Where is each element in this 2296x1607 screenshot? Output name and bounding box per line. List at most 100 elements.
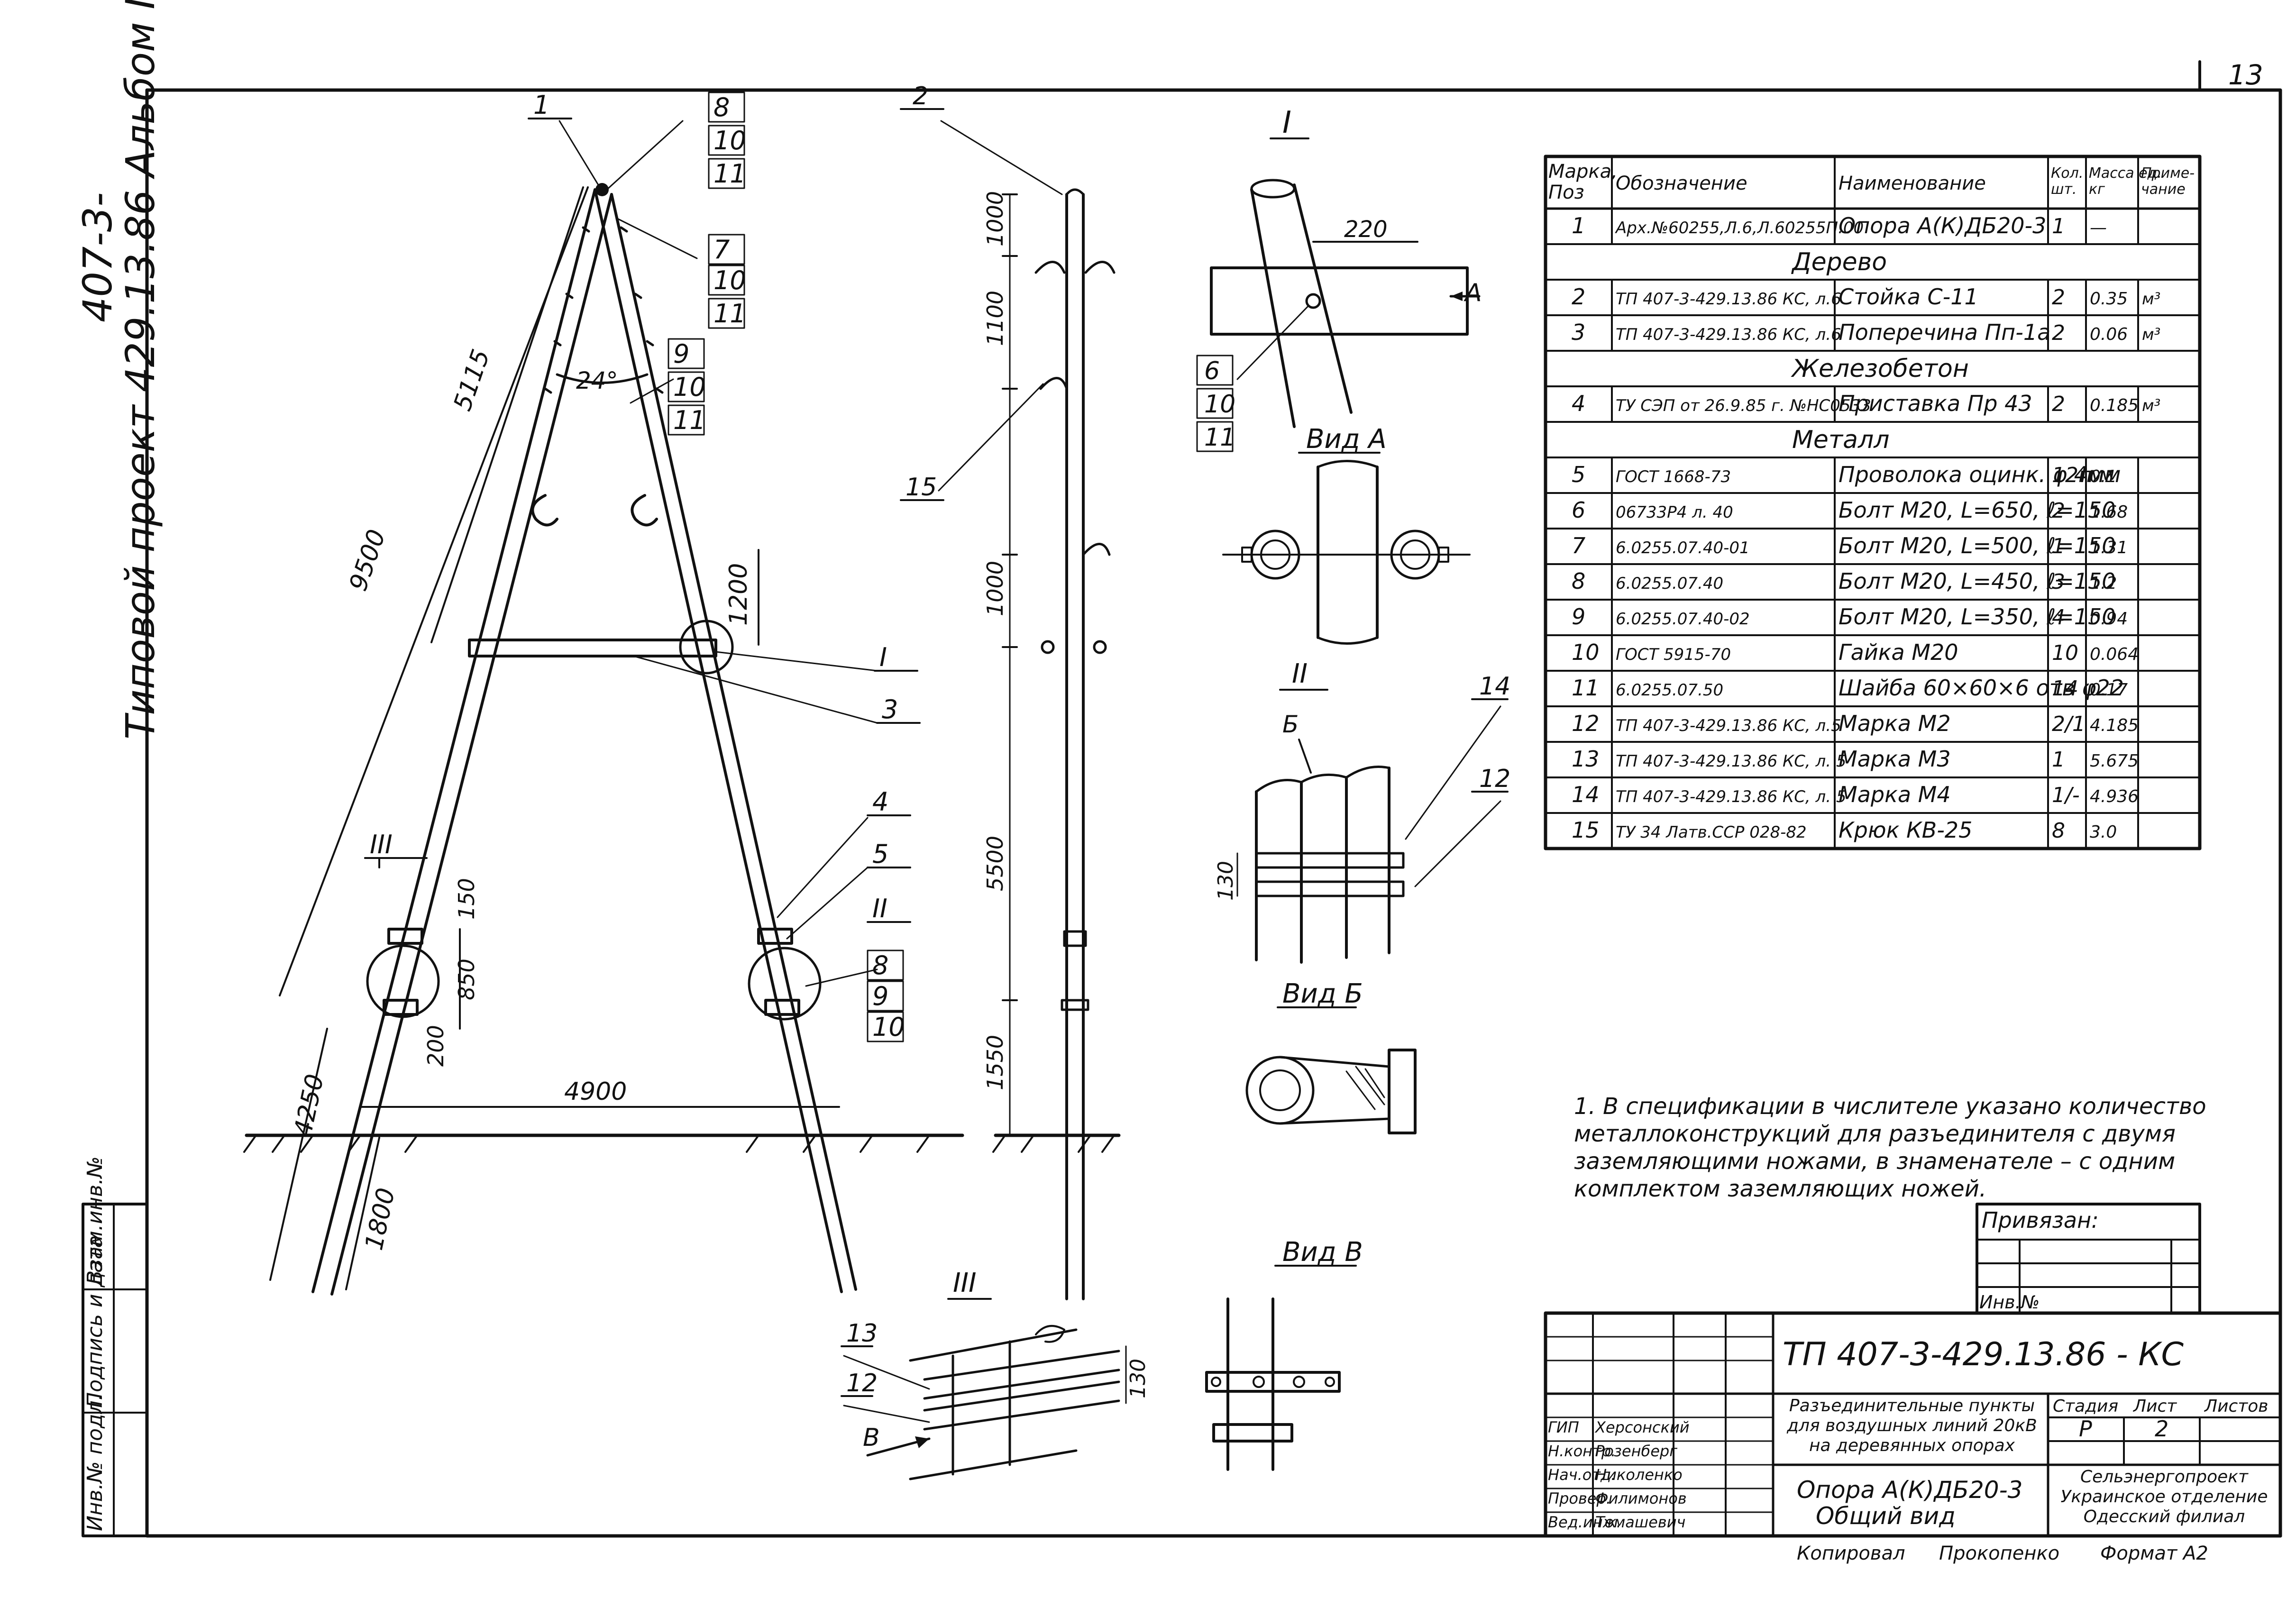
title-project-name: Разъединительные пункты для воздушных ли… xyxy=(1787,1396,2037,1455)
spec-cell-2-5: м³ xyxy=(2142,290,2160,309)
spec-cell-5-1: ТУ СЭП от 26.9.85 г. №НС0533 xyxy=(1616,396,1871,415)
spec-cell-10-2: Болт М20, L=450, ℓ=150 xyxy=(1839,568,2116,594)
spec-header-4: Масса ед.кг xyxy=(2089,165,2162,198)
spec-cell-17-2: Крюк КВ-25 xyxy=(1839,817,1972,843)
detail-I-callout-1: 10 xyxy=(1204,390,1235,419)
callout-front-6: 11 xyxy=(713,299,746,329)
spec-cell-9-2: Болт М20, L=500, ℓ=150 xyxy=(1839,533,2116,558)
dim-150: 150 xyxy=(454,878,479,920)
spec-header-2: Наименование xyxy=(1839,173,1986,194)
detail-circle-I xyxy=(679,620,734,675)
spec-cell-12-3: 10 xyxy=(2052,641,2078,665)
role-1: Н.контр. xyxy=(1548,1442,1616,1460)
role-name-4: Томашевич xyxy=(1595,1513,1685,1531)
album-title: 407-3- Типовой проект 429.13.86 Альбом I xyxy=(74,0,164,740)
view-A: Вид А xyxy=(1222,424,1471,645)
spec-cell-11-4: 0.94 xyxy=(2090,609,2128,629)
side-stamp-vzam: Взам.инв.№ xyxy=(83,1156,107,1285)
callout-front-13: 5 xyxy=(872,839,888,869)
detail-III-callout-12: 12 xyxy=(846,1369,878,1397)
spec-cell-0-3: 1 xyxy=(2052,214,2065,238)
callout-front-2: 10 xyxy=(713,126,746,155)
detail-II-title: II xyxy=(1292,658,1308,689)
callout-front-11: 3 xyxy=(882,694,898,724)
callout-front-15: 8 xyxy=(872,950,888,980)
spec-cell-16-0: 14 xyxy=(1572,782,1600,807)
dim-side-1000a: 1000 xyxy=(982,191,1008,247)
detail-III-title: III xyxy=(953,1268,977,1298)
callout-front-10: I xyxy=(879,642,887,672)
callout-front-8: 10 xyxy=(673,372,706,402)
side-stamp: Инв.№ подл. Подпись и дата Взам.инв.№ xyxy=(82,1156,148,1537)
spec-cell-9-0: 7 xyxy=(1572,533,1585,558)
detail-III-arrow: В xyxy=(863,1424,880,1452)
dim-5115: 5115 xyxy=(448,346,496,415)
spec-cell-17-0: 15 xyxy=(1572,817,1600,843)
copier-name: Прокопенко xyxy=(1939,1543,2059,1564)
spec-cell-15-2: Марка М3 xyxy=(1839,746,1951,772)
callout-front-12: 4 xyxy=(872,787,888,817)
spec-cell-15-4: 5.675 xyxy=(2090,751,2139,771)
spec-cell-14-0: 12 xyxy=(1572,711,1600,736)
spec-cell-2-0: 2 xyxy=(1572,284,1585,310)
view-V: Вид В xyxy=(1205,1237,1363,1471)
callout-front-18: III xyxy=(370,830,393,859)
title-sheets-label: Листов xyxy=(2204,1397,2268,1416)
spec-cell-0-1: Арх.№60255,Л.6,Л.60255П.00 xyxy=(1615,219,1864,237)
title-sheet: 2 xyxy=(2155,1416,2168,1442)
callout-front-4: 7 xyxy=(713,235,730,265)
spec-cell-5-4: 0.185 xyxy=(2090,396,2139,415)
spec-cell-13-3: 14 xyxy=(2052,676,2078,701)
title-drawing-2: Общий вид xyxy=(1816,1502,1956,1530)
title-stage-label: Стадия xyxy=(2053,1397,2118,1416)
note: 1. В спецификации в числителе указано ко… xyxy=(1574,1093,2206,1202)
spec-cell-13-1: 6.0255.07.50 xyxy=(1616,681,1723,700)
spec-cell-3-2: Поперечина Пп-1а xyxy=(1839,320,2050,345)
spec-group-4: Железобетон xyxy=(1791,355,1969,383)
spec-cell-7-0: 5 xyxy=(1572,462,1585,487)
dim-4900: 4900 xyxy=(564,1077,627,1106)
side-stamp-inv-podl: Инв.№ подл. xyxy=(83,1394,107,1531)
spec-cell-17-4: 3.0 xyxy=(2090,822,2117,842)
callout-front-1: 8 xyxy=(713,92,730,122)
spec-cell-17-3: 8 xyxy=(2052,819,2065,843)
detail-III-callout-13: 13 xyxy=(846,1319,878,1348)
spec-cell-3-5: м³ xyxy=(2142,325,2160,344)
left-leg xyxy=(311,188,613,1296)
role-3: Провер. xyxy=(1548,1489,1611,1507)
spec-cell-17-1: ТУ 34 Латв.ССР 028-82 xyxy=(1616,823,1807,842)
spec-cell-11-2: Болт М20, L=350, ℓ=150 xyxy=(1839,604,2116,630)
crossbar xyxy=(468,639,717,657)
spec-cell-16-4: 4.936 xyxy=(2090,787,2139,806)
role-4: Вед.инж. xyxy=(1548,1513,1621,1531)
callout-front-9: 11 xyxy=(673,405,706,435)
detail-I-callout-2: 11 xyxy=(1204,423,1235,452)
detail-I-arrow: А xyxy=(1464,279,1482,307)
view-A-title: Вид А xyxy=(1306,424,1387,455)
spec-cell-11-3: 4 xyxy=(2052,605,2065,630)
title-block: ТП 407-3-429.13.86 - КС Разъединительные… xyxy=(1544,1311,2282,1564)
callout-2: 2 xyxy=(913,82,928,110)
note-line-4: комплектом заземляющих ножей. xyxy=(1574,1176,1986,1202)
title-sheet-label: Лист xyxy=(2132,1397,2177,1416)
spec-cell-14-2: Марка М2 xyxy=(1839,711,1951,736)
role-2: Нач.отд. xyxy=(1548,1466,1616,1484)
view-B-title: Вид Б xyxy=(1282,978,1363,1009)
dim-4250: 4250 xyxy=(289,1072,329,1139)
spec-cell-9-3: 1 xyxy=(2052,534,2065,558)
privyazan-label: Привязан: xyxy=(1982,1207,2099,1233)
note-line-1: 1. В спецификации в числителе указано ко… xyxy=(1574,1093,2206,1120)
spec-header-5: Приме-чание xyxy=(2141,165,2195,198)
side-pole xyxy=(1065,193,1085,1300)
role-0: ГИП xyxy=(1548,1418,1579,1436)
callout-15: 15 xyxy=(906,473,937,502)
spec-cell-2-2: Стойка С-11 xyxy=(1839,284,1978,310)
inv-label: Инв.№ xyxy=(1979,1292,2040,1313)
spec-cell-8-2: Болт М20, L=650, ℓ=150 xyxy=(1839,497,2116,523)
spec-cell-5-5: м³ xyxy=(2142,396,2160,415)
spec-cell-7-4: 0.1 xyxy=(2090,467,2117,486)
privyazan-block: Привязан: Инв.№ xyxy=(1976,1203,2201,1315)
